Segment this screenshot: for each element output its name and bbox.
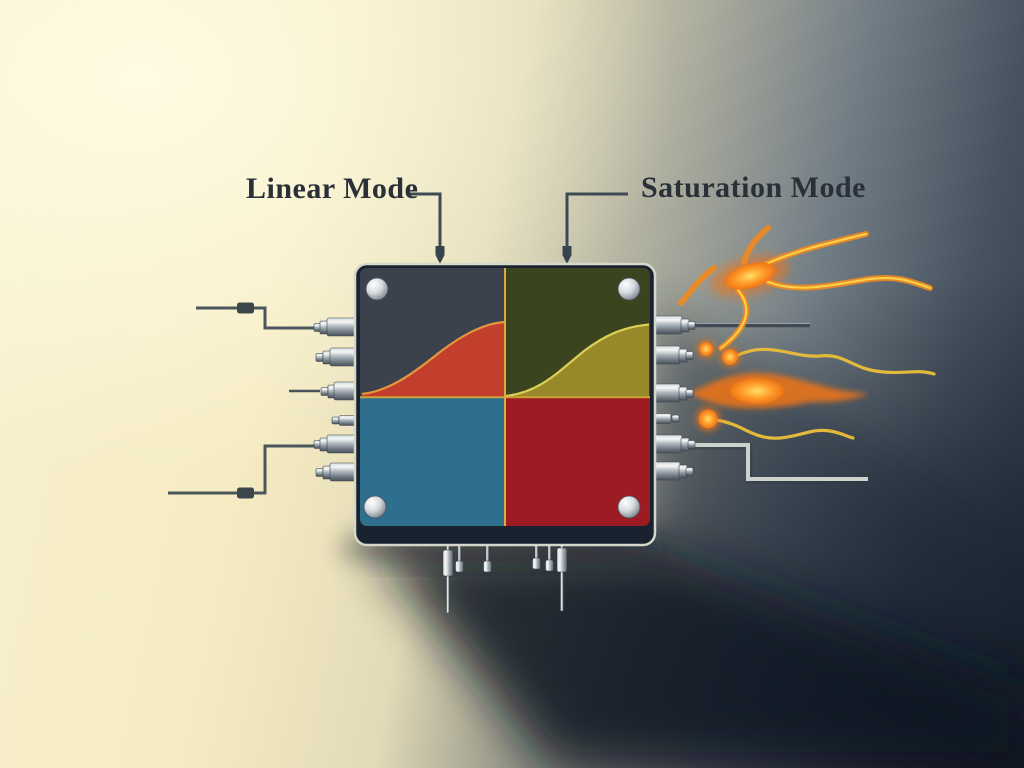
pin-left-1 — [313, 317, 359, 337]
curve-line-linear — [361, 320, 505, 396]
pin-left-5 — [313, 434, 359, 454]
flame-row-3 — [690, 372, 868, 409]
chip-pins-right — [651, 315, 696, 481]
pin-bottom-5 — [545, 542, 554, 572]
pin-right-6 — [651, 461, 694, 481]
pin-left-6 — [315, 462, 359, 482]
screw-icon — [363, 495, 387, 519]
screw-icon — [617, 495, 641, 519]
screw-icon — [365, 277, 389, 301]
wire-right-elbow — [688, 443, 868, 484]
curve-line-saturation — [505, 323, 650, 398]
pin-bottom-1 — [442, 542, 454, 614]
flame-cluster-top — [678, 225, 933, 351]
wire-left-bottom — [168, 444, 318, 499]
chip-shadow-bottom — [368, 542, 1024, 768]
wire-right-dark — [686, 322, 810, 328]
leader-linear — [408, 192, 442, 246]
flame-row-4 — [695, 406, 855, 440]
leader-saturation — [565, 192, 628, 246]
pin-bottom-6 — [556, 542, 568, 612]
linear-mode-label: Linear Mode — [246, 172, 419, 205]
leader-linear-plug — [435, 246, 445, 264]
chip-screws — [363, 277, 641, 519]
pin-bottom-4 — [532, 542, 541, 570]
pin-left-3 — [320, 381, 359, 401]
screw-icon — [617, 277, 641, 301]
saturation-mode-label: Saturation Mode — [641, 171, 866, 204]
wire-left-top — [196, 302, 318, 330]
flame-row-2 — [696, 339, 936, 376]
pin-left-4 — [331, 415, 359, 426]
chip-pins-left — [313, 317, 359, 482]
pin-right-2 — [651, 345, 694, 365]
pin-right-4 — [651, 413, 680, 424]
pin-right-5 — [651, 434, 696, 454]
chip — [353, 262, 657, 547]
pin-left-2 — [315, 347, 359, 367]
curve-area-saturation — [506, 324, 649, 397]
pin-right-1 — [651, 315, 696, 335]
leader-saturation-plug — [562, 246, 572, 264]
chip-pins-bottom — [442, 542, 568, 614]
curve-area-linear — [362, 322, 504, 397]
